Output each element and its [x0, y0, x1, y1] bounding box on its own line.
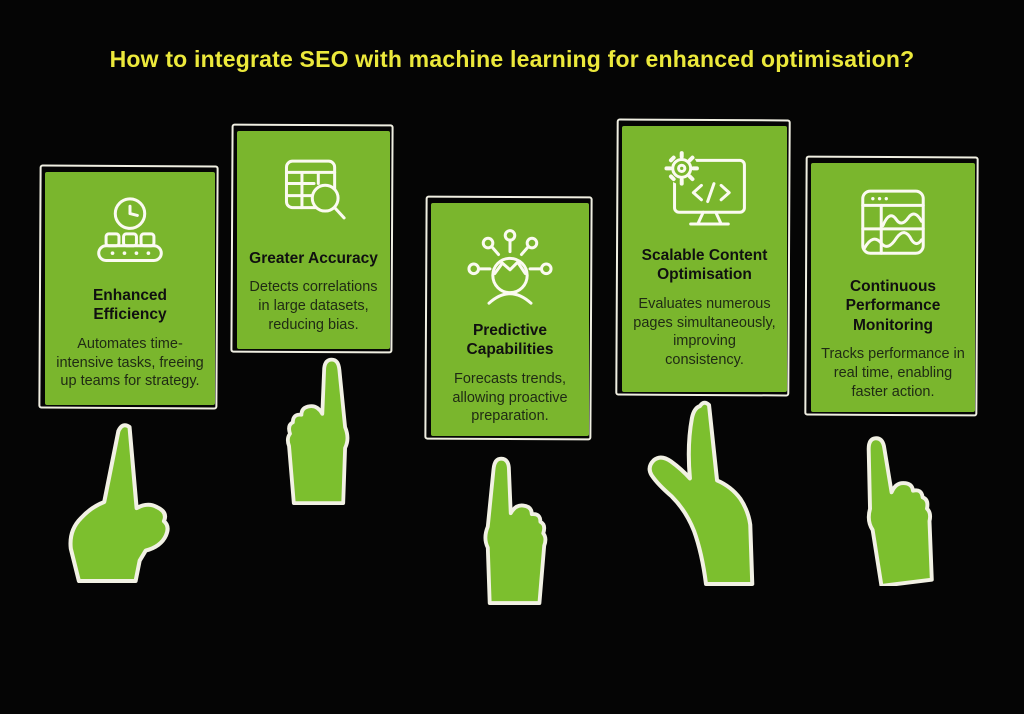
card-body: Detects correlations in large datasets, … [249, 279, 378, 334]
clock-conveyor-icon [84, 192, 176, 272]
pointing-hand-icon [68, 423, 170, 583]
page-title: How to integrate SEO with machine learni… [109, 46, 915, 72]
card-scalable-content-optimisation: Scalable Content Optimisation Evaluates … [622, 126, 787, 392]
pointing-hand-icon [483, 456, 548, 605]
card-heading: Enhanced Efficiency [92, 287, 168, 324]
card-body: Tracks performance in real time, enablin… [821, 346, 965, 400]
card-heading: Scalable Content Optimisation [641, 247, 768, 284]
card-enhanced-efficiency: Enhanced Efficiency Automates time-inten… [45, 172, 215, 405]
card-greater-accuracy: Greater Accuracy Detects correlations in… [237, 131, 390, 349]
card-heading: Continuous Performance Monitoring [845, 278, 941, 334]
card-heading: Predictive Capabilities [466, 322, 554, 359]
card-heading: Greater Accuracy [249, 250, 378, 267]
browser-charts-icon [851, 183, 935, 263]
table-magnifier-icon [271, 151, 357, 235]
card-body: Evaluates numerous pages simultaneously,… [633, 295, 776, 369]
card-body: Automates time-intensive tasks, freeing … [56, 335, 204, 390]
pointing-hand-icon [285, 357, 350, 505]
mind-network-icon [462, 223, 558, 307]
card-predictive-capabilities: Predictive Capabilities Forecasts trends… [431, 203, 589, 436]
card-body: Forecasts trends, allowing proactive pre… [452, 370, 568, 425]
monitor-gear-code-icon [653, 146, 757, 232]
pointing-hand-icon [647, 400, 755, 586]
pointing-hand-icon [866, 436, 934, 586]
card-continuous-performance-monitoring: Continuous Performance Monitoring Tracks… [811, 163, 975, 412]
